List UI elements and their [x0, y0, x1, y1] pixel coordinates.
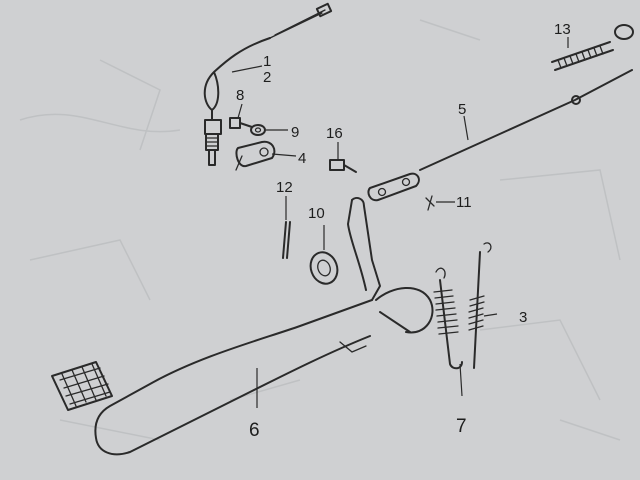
- callout-7: 7: [456, 416, 467, 437]
- part-bracket-4: [235, 140, 276, 171]
- callout-labels: 1 2 3 4 5 6 7 8 9 10 11 12 13 16: [236, 21, 571, 441]
- part-brake-rod-5: [367, 69, 633, 202]
- part-cotter-pin-12: [282, 221, 291, 259]
- callout-10: 10: [308, 205, 325, 222]
- part-washer-10: [309, 251, 339, 285]
- callout-16: 16: [326, 125, 343, 142]
- callout-4: 4: [298, 150, 306, 167]
- part-brake-switch-spring: [203, 2, 333, 166]
- part-bolt-16: [329, 159, 357, 173]
- callout-1: 1: [263, 53, 271, 70]
- callout-13: 13: [554, 21, 571, 38]
- callout-6: 6: [249, 420, 260, 441]
- part-cotter-pin-11: [425, 195, 435, 211]
- part-washer-9: [250, 124, 266, 136]
- callout-12: 12: [276, 179, 293, 196]
- leader-lines: [231, 37, 569, 408]
- callout-8: 8: [236, 87, 244, 104]
- part-brake-pedal-6: [51, 197, 434, 456]
- callout-3: 3: [519, 309, 527, 326]
- background-ghost-lines: [19, 19, 621, 441]
- callout-2: 2: [263, 69, 271, 86]
- callout-11: 11: [456, 194, 472, 211]
- callout-5: 5: [458, 101, 466, 118]
- part-bolt-8: [229, 117, 253, 129]
- part-spring-7: [433, 267, 463, 370]
- callout-9: 9: [291, 124, 299, 141]
- part-spring-3: [468, 242, 492, 369]
- part-spring-13: [551, 24, 634, 71]
